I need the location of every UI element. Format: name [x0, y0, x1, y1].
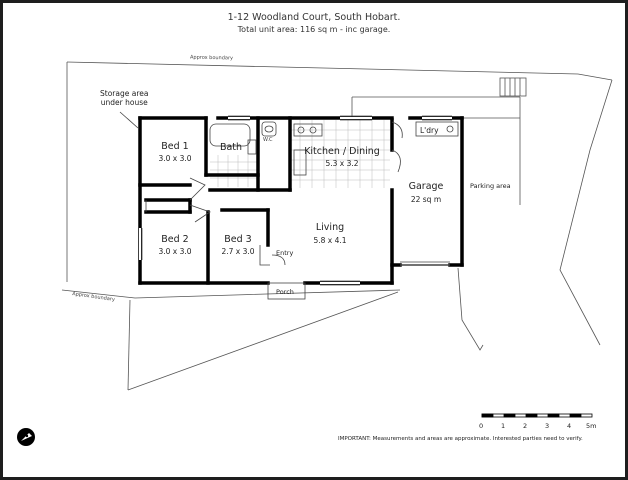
kitchen-door-swing	[391, 149, 401, 173]
storage-area-label: Storage area under house	[100, 89, 149, 107]
plan-title: 1-12 Woodland Court, South Hobart.	[227, 12, 401, 23]
room-name-living: Living	[315, 222, 345, 233]
laundry-door-swing	[391, 121, 403, 139]
scale-bar	[481, 413, 593, 418]
approx-boundary-top-label: Approx boundary	[189, 54, 234, 62]
boundary-right-line	[559, 79, 613, 346]
scale-tick-5: 5m	[586, 422, 597, 430]
room-dims-kitchen-dining: 5.3 x 3.2	[325, 159, 359, 168]
kitchen-tiles	[290, 120, 390, 188]
room-dims-garage: 22 sq m	[410, 195, 442, 204]
room-dims-bed2: 3.0 x 3.0	[158, 247, 192, 256]
stairs-top-right	[499, 77, 527, 97]
parking-area-label: Parking area	[470, 182, 511, 190]
entry-door	[259, 245, 270, 266]
bed1-door-swing	[189, 177, 206, 201]
room-name-bath: Bath	[219, 142, 243, 153]
scale-tick-0: 0	[479, 422, 484, 430]
storage-arrow	[119, 111, 139, 129]
plan-subtitle: Total unit area: 116 sq m - inc garage.	[237, 25, 391, 34]
room-dims-bed3: 2.7 x 3.0	[221, 247, 255, 256]
bed2-door-swing	[189, 204, 211, 223]
laundry-tub	[415, 121, 459, 137]
disclaimer-text: IMPORTANT: Measurements and areas are ap…	[338, 436, 583, 442]
room-name-bed1: Bed 1	[161, 141, 189, 152]
pen-nib-logo	[17, 428, 35, 446]
room-name-bed2: Bed 2	[161, 234, 189, 245]
porch-outline	[267, 282, 306, 300]
scale-tick-3: 3	[545, 422, 550, 430]
kitchen-bench	[293, 149, 307, 176]
bathtub	[209, 123, 251, 147]
scale-tick-2: 2	[523, 422, 528, 430]
boundary-top-right-line	[577, 73, 613, 81]
room-dims-bed1: 3.0 x 3.0	[158, 154, 192, 163]
scale-tick-1: 1	[501, 422, 506, 430]
entry-label: Entry	[276, 249, 294, 257]
boundary-top-line	[66, 61, 579, 75]
vanity	[247, 139, 257, 155]
fixtures	[119, 111, 459, 300]
laundry-label: L'dry	[420, 126, 439, 135]
boundary-bottom-line	[61, 289, 401, 299]
room-dims-living: 5.8 x 4.1	[313, 236, 347, 245]
boundary-lower-right-line	[457, 267, 484, 351]
wc-label: W.C	[263, 137, 273, 143]
boundary-diagonal-line	[127, 291, 399, 391]
boundary-lower-left-line	[127, 299, 131, 391]
kitchen-sink	[293, 123, 323, 137]
floor-plan-sheet	[3, 3, 625, 477]
basin-wc	[261, 121, 277, 137]
bath-tiles	[210, 155, 258, 187]
room-name-bed3: Bed 3	[224, 234, 252, 245]
room-name-kitchen-dining: Kitchen / Dining	[304, 146, 380, 157]
porch-label: Porch	[276, 288, 294, 296]
room-name-garage: Garage	[408, 181, 444, 192]
scale-tick-4: 4	[567, 422, 572, 430]
